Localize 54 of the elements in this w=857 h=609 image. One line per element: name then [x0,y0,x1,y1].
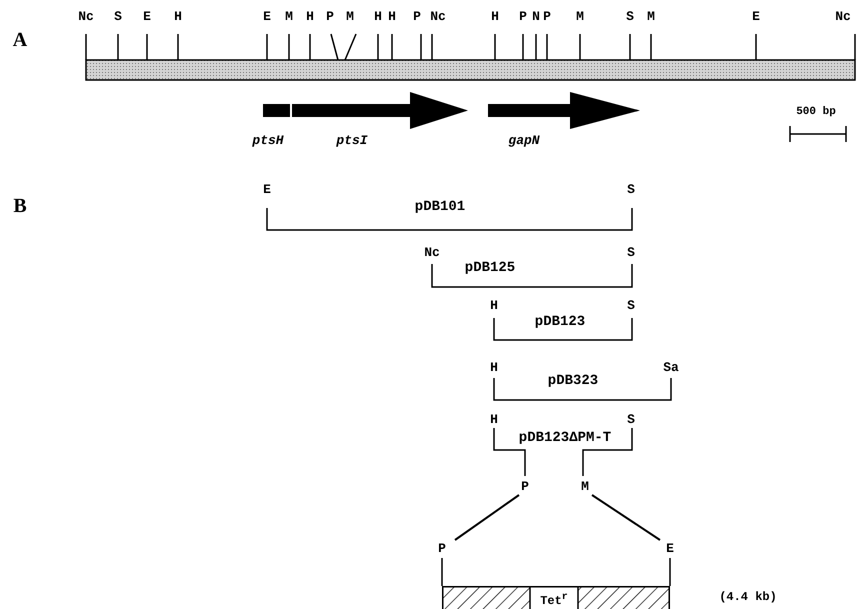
panel-letter: B [13,196,27,216]
site-label: P [521,480,529,493]
site-label: H [490,361,498,374]
site-label: H [388,10,396,23]
site-label: S [627,246,635,259]
site-label: H [491,10,499,23]
site-label: P [413,10,421,23]
cassette-box [442,586,670,609]
connector-line [591,494,661,541]
site-label: S [627,183,635,196]
gene-name: Tet$^{r}$ [539,592,569,608]
scale-label: 500 bp [796,107,836,118]
site-label: M [647,10,655,23]
site-label: H [174,10,182,23]
gene-name: ptsH [252,134,284,147]
site-label: M [581,480,589,493]
site-label: M [285,10,293,23]
plasmid-name: pDB125 [464,261,516,275]
gene-name: ptsI [336,134,368,147]
site-label: S [627,299,635,312]
connector-line [441,558,443,586]
site-label: S [627,413,635,426]
site-label: S [114,10,122,23]
site-label: P [438,542,446,555]
site-label: Nc [430,10,446,23]
connector-line [669,558,671,586]
site-label: E [143,10,151,23]
connector-line [454,494,520,541]
site-label: P [519,10,527,23]
size-label: (4.4 kb) [719,591,777,603]
plasmid-name: pDB123 [534,315,586,329]
site-label: M [576,10,584,23]
site-label: H [374,10,382,23]
site-label: P [543,10,551,23]
site-label: E [752,10,760,23]
plasmid-name: pDB323 [548,374,598,388]
panel-letter: A [12,30,28,50]
site-label: Nc [835,10,851,23]
site-label: H [490,299,498,312]
site-label: E [263,10,271,23]
site-label: E [263,183,271,196]
site-label: H [306,10,314,23]
site-label: M [346,10,354,23]
site-label: Nc [78,10,94,23]
site-label: E [666,542,674,555]
site-label: Nc [424,246,440,259]
plasmid-name: pDB123ΔPM-T [518,431,612,445]
site-label: N [532,10,540,23]
site-label: Sa [663,361,679,374]
site-label: P [326,10,334,23]
site-label: H [490,413,498,426]
gene-name: gapN [508,134,540,147]
site-label: S [626,10,634,23]
plasmid-name: pDB101 [414,200,466,214]
